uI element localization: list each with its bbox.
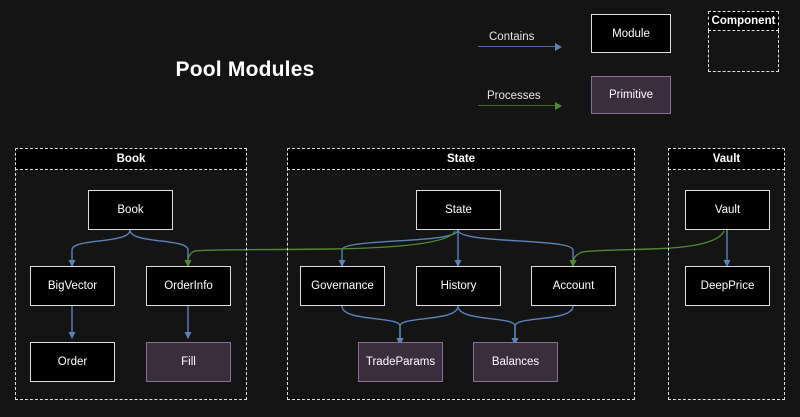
node-deepprice[interactable]: DeepPrice — [685, 266, 770, 306]
node-account[interactable]: Account — [531, 266, 616, 306]
legend-component-header: Component — [708, 11, 779, 31]
node-deepprice-label: DeepPrice — [701, 280, 755, 292]
node-tradeparams-label: TradeParams — [366, 356, 435, 368]
node-order-label: Order — [58, 356, 87, 368]
page-title: Pool Modules — [140, 58, 350, 82]
legend-contains-line — [478, 46, 556, 47]
cluster-book-header: Book — [15, 148, 247, 170]
legend-module-box: Module — [591, 14, 671, 53]
node-governance-label: Governance — [311, 280, 374, 292]
node-orderinfo[interactable]: OrderInfo — [146, 266, 231, 306]
legend-processes-label: Processes — [487, 90, 541, 102]
legend-contains-label: Contains — [489, 31, 534, 43]
node-vault[interactable]: Vault — [685, 190, 770, 230]
node-governance[interactable]: Governance — [300, 266, 385, 306]
cluster-vault-header: Vault — [668, 148, 785, 170]
node-bigvector-label: BigVector — [48, 280, 97, 292]
node-bigvector[interactable]: BigVector — [30, 266, 115, 306]
legend-primitive-label: Primitive — [609, 89, 653, 101]
cluster-state-header: State — [287, 148, 635, 170]
cluster-vault-label: Vault — [713, 153, 740, 165]
node-orderinfo-label: OrderInfo — [164, 280, 213, 292]
legend-primitive-box: Primitive — [591, 76, 671, 114]
node-history-label: History — [441, 280, 477, 292]
node-fill[interactable]: Fill — [146, 342, 231, 382]
node-state-label: State — [445, 204, 472, 216]
node-fill-label: Fill — [181, 356, 196, 368]
cluster-state-label: State — [447, 153, 475, 165]
legend-module-label: Module — [612, 28, 650, 40]
legend-contains-arrow-icon — [555, 43, 562, 51]
node-balances[interactable]: Balances — [473, 342, 558, 382]
node-vault-label: Vault — [715, 204, 740, 216]
legend-processes-arrow-icon — [555, 102, 562, 110]
legend-processes-line — [478, 105, 556, 106]
cluster-book-label: Book — [117, 153, 146, 165]
node-book[interactable]: Book — [88, 190, 173, 230]
node-tradeparams[interactable]: TradeParams — [358, 342, 443, 382]
legend-component-label: Component — [712, 15, 776, 27]
node-balances-label: Balances — [492, 356, 539, 368]
node-account-label: Account — [553, 280, 595, 292]
node-state[interactable]: State — [416, 190, 501, 230]
node-history[interactable]: History — [416, 266, 501, 306]
node-order[interactable]: Order — [30, 342, 115, 382]
node-book-label: Book — [117, 204, 143, 216]
